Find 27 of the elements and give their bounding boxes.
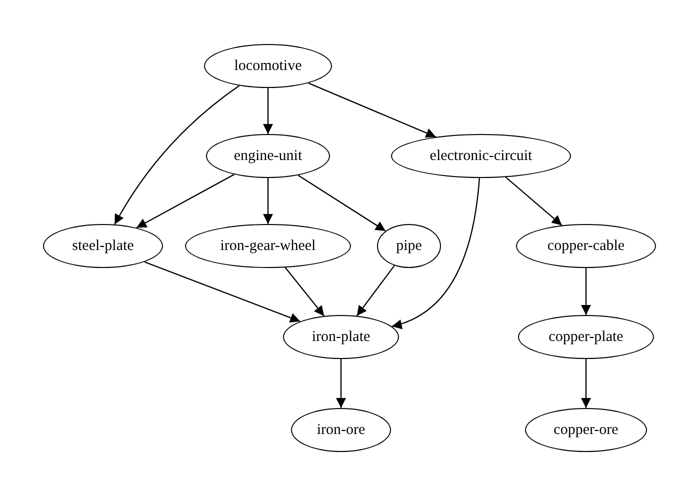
node-label: engine-unit — [234, 148, 302, 164]
arrow — [581, 359, 591, 408]
node-label: iron-gear-wheel — [220, 238, 316, 254]
ellipse-node — [377, 224, 441, 268]
arrow — [581, 268, 591, 315]
arrow — [136, 174, 234, 228]
arrow — [336, 359, 346, 408]
node-label: steel-plate — [72, 238, 134, 254]
arrow — [505, 176, 562, 226]
arrow — [114, 85, 240, 225]
node-label: iron-ore — [316, 422, 366, 438]
arrow — [392, 178, 480, 328]
node-label: copper-cable — [547, 238, 625, 254]
arrow — [298, 174, 386, 232]
arrow — [356, 265, 395, 316]
arrow — [308, 82, 436, 138]
arrow — [263, 88, 273, 134]
ellipse-node — [283, 315, 399, 359]
arrow — [144, 261, 300, 322]
node-label: pipe — [396, 238, 422, 254]
arrow — [284, 267, 325, 316]
node-label: locomotive — [234, 58, 302, 74]
node-label: iron-plate — [312, 330, 370, 344]
arrow — [263, 178, 273, 224]
node-label: copper-plate — [548, 330, 624, 344]
node-label: electronic-circuit — [430, 148, 532, 164]
node-label: copper-ore — [554, 422, 618, 438]
